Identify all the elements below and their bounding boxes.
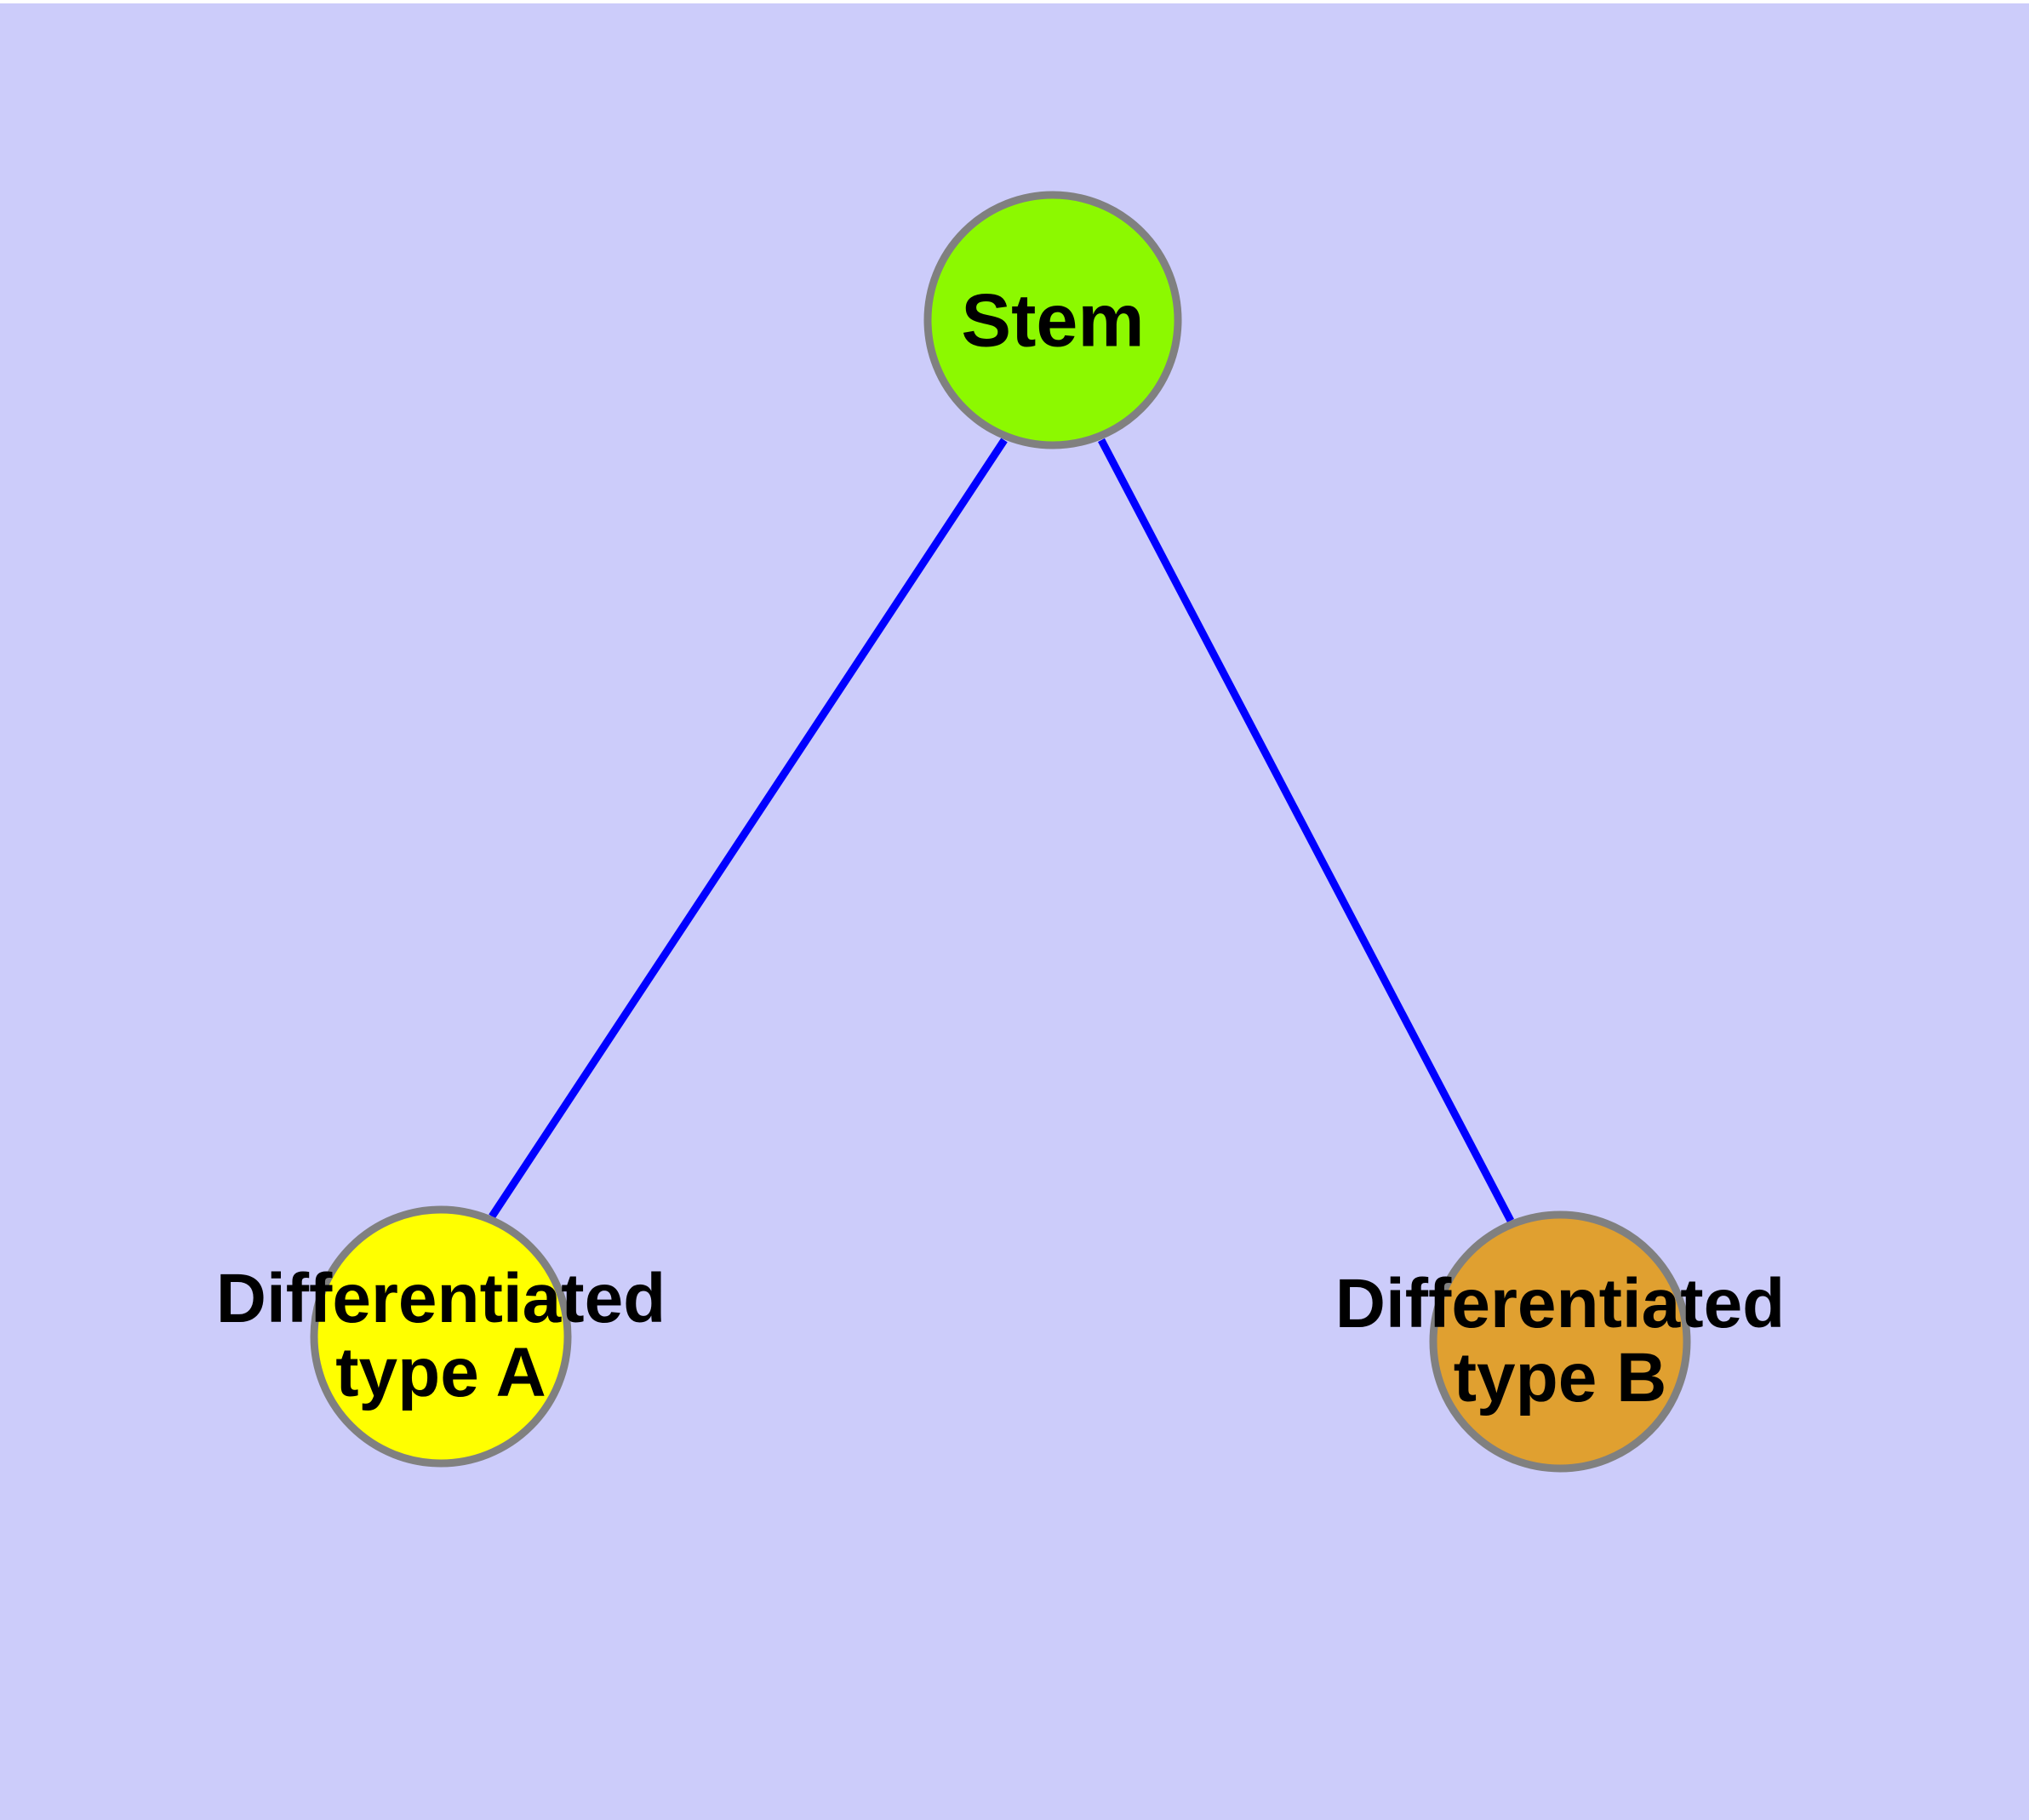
edge-stem-to-differentiated-type-a[interactable]	[489, 438, 1008, 1219]
node-layer	[310, 191, 1691, 1473]
node-stem[interactable]	[923, 191, 1182, 449]
graph-plot-area: Stem Differentiated type A Differentiate…	[0, 3, 2029, 1820]
node-differentiated-type-a[interactable]	[310, 1205, 572, 1468]
edge-stem-to-differentiated-type-b[interactable]	[1098, 438, 1514, 1223]
graph-svg	[310, 191, 1691, 1473]
node-differentiated-type-b[interactable]	[1429, 1210, 1691, 1473]
edge-layer	[489, 438, 1514, 1223]
